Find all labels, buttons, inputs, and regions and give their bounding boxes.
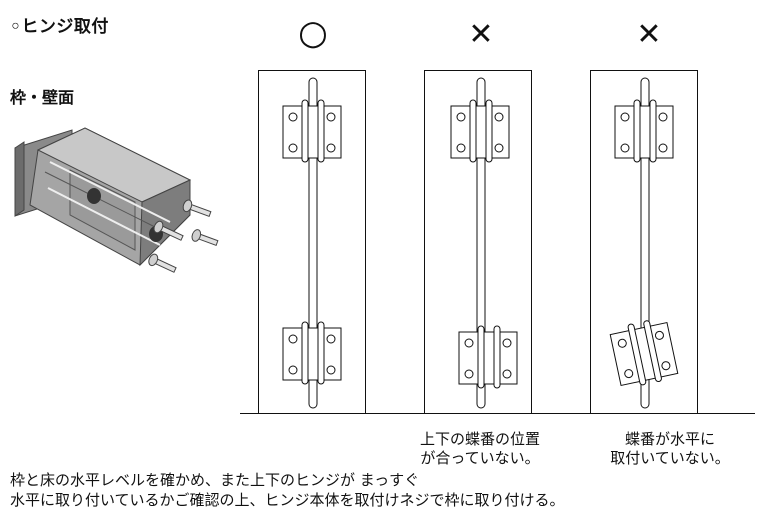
- hinge-top: [282, 99, 342, 163]
- mark-incorrect-1: ✕: [468, 17, 494, 52]
- mark-correct: ○: [298, 13, 328, 53]
- hinge-top: [450, 99, 510, 163]
- mark-incorrect-2: ✕: [636, 17, 662, 52]
- note-tilted: 蝶番が水平に 取付いていない。: [610, 430, 730, 467]
- instruction-text: 枠と床の水平レベルを確かめ、また上下のヒンジが まっすぐ 水平に取り付いているか…: [10, 471, 565, 509]
- panel-tilted: [590, 70, 698, 414]
- floor-line: [240, 413, 755, 414]
- hinge-bottom: [458, 325, 518, 389]
- hinge-top: [614, 99, 674, 163]
- panel-misaligned: [424, 70, 532, 414]
- page-title: ◦ヒンジ取付: [10, 17, 109, 37]
- hinge-bottom: [282, 321, 342, 385]
- hinge-illustration: [14, 127, 219, 273]
- hinge-bottom-tilted: [609, 320, 679, 387]
- section-label: 枠・壁面: [10, 88, 75, 107]
- note-misaligned: 上下の蝶番の位置 が合っていない。: [419, 430, 540, 467]
- panel-correct: [258, 70, 366, 414]
